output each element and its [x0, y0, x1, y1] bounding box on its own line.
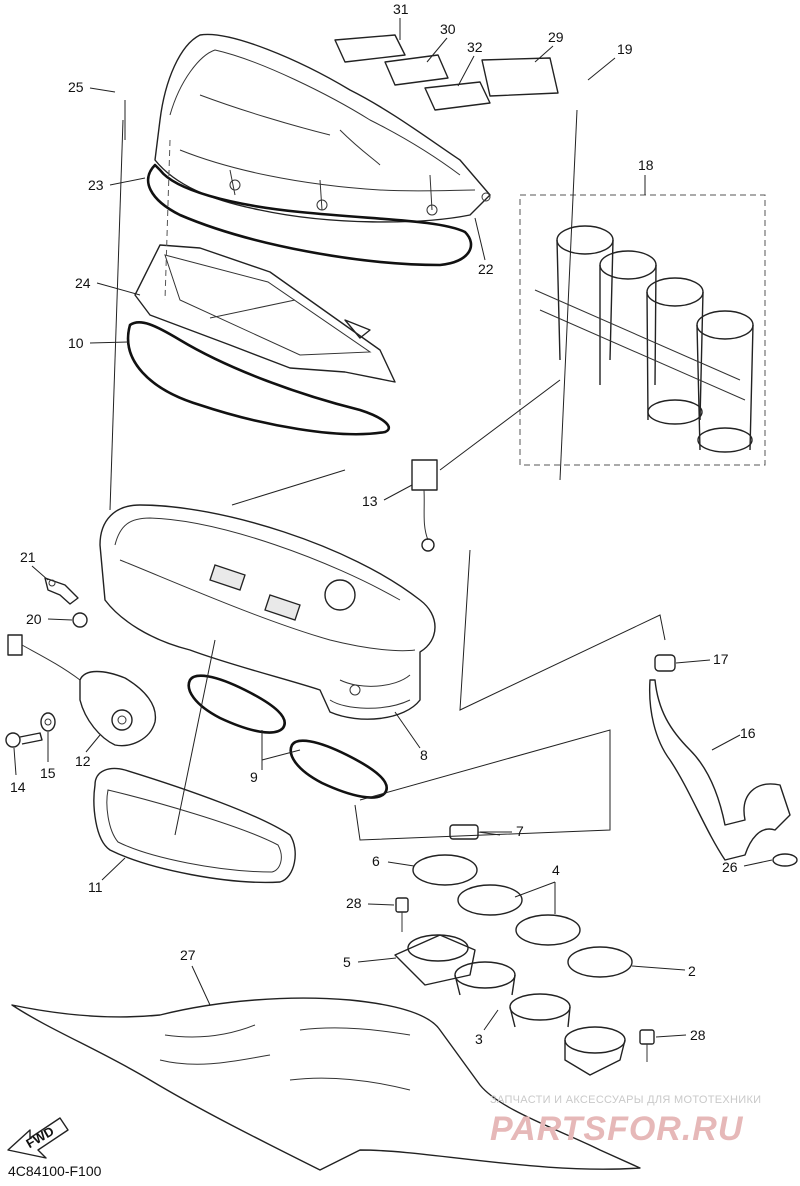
- air-filter: [134, 244, 396, 383]
- callout-31: 31: [393, 1, 409, 17]
- callout-26: 26: [722, 859, 738, 875]
- callout-15: 15: [40, 765, 56, 781]
- callout-27: 27: [180, 947, 196, 963]
- duct-seal-a: [187, 674, 286, 734]
- throttle-body-frame: [519, 194, 766, 466]
- callout-3: 3: [475, 1031, 483, 1047]
- callout-8: 8: [420, 747, 428, 763]
- callouts: 31 30 32 29 19 25 23 18 22 24 10 13 21 2…: [10, 1, 773, 1047]
- clamp-6: [412, 854, 478, 886]
- throttle-bodies: [534, 225, 754, 453]
- callout-6: 6: [372, 853, 380, 869]
- callout-24: 24: [75, 275, 91, 291]
- duct-seal-b: [289, 739, 388, 799]
- callout-28-upper: 28: [346, 895, 362, 911]
- callout-16: 16: [740, 725, 756, 741]
- forward-arrow: FWD: [7, 1117, 69, 1159]
- callout-29: 29: [548, 29, 564, 45]
- callout-21: 21: [20, 549, 36, 565]
- bolt-28-upper: [395, 897, 409, 932]
- callout-25: 25: [68, 79, 84, 95]
- valve-actuator: [7, 634, 157, 747]
- hose-clamp: [654, 654, 676, 672]
- callout-19: 19: [617, 41, 633, 57]
- airbox-case: [99, 504, 436, 720]
- breather-hose: [648, 679, 791, 861]
- forward-label: FWD: [23, 1123, 56, 1151]
- callout-9: 9: [250, 769, 258, 785]
- intake-air-temperature-sensor: [411, 459, 438, 552]
- filter-seal: [126, 320, 391, 436]
- joint-5: [394, 934, 476, 986]
- watermark-brand: PARTSFOR.RU: [490, 1110, 744, 1148]
- callout-30: 30: [440, 21, 456, 37]
- watermark-tagline: ЗАПЧАСТИ И АКСЕССУАРЫ ДЛЯ МОТОТЕХНИКИ: [490, 1094, 761, 1106]
- diagram-code: 4C84100-F100: [8, 1163, 102, 1179]
- callout-5: 5: [343, 954, 351, 970]
- callout-18: 18: [638, 157, 654, 173]
- callout-10: 10: [68, 335, 84, 351]
- callout-22: 22: [478, 261, 494, 277]
- callout-23: 23: [88, 177, 104, 193]
- callout-28-lower: 28: [690, 1027, 706, 1043]
- clamp-4b: [515, 914, 581, 946]
- callout-20: 20: [26, 611, 42, 627]
- duct-element: [93, 767, 296, 884]
- callout-17: 17: [713, 651, 729, 667]
- decal-labels: [334, 34, 559, 111]
- callout-4: 4: [552, 862, 560, 878]
- clamp-2: [567, 946, 633, 978]
- callout-12: 12: [75, 753, 91, 769]
- washer-15: [40, 712, 56, 732]
- cap: [772, 853, 798, 867]
- callout-32: 32: [467, 39, 483, 55]
- bracket: [44, 577, 79, 605]
- callout-14: 14: [10, 779, 26, 795]
- leader-lines: [109, 100, 666, 841]
- bolt-28-lower: [639, 1029, 655, 1062]
- callout-11: 11: [88, 879, 103, 895]
- bolt-14: [5, 732, 43, 748]
- clamp-4a: [457, 884, 523, 916]
- heat-shield: [11, 997, 641, 1171]
- callout-2: 2: [688, 963, 696, 979]
- nut: [72, 612, 88, 628]
- joints-3: [454, 961, 626, 1076]
- cover-seal: [146, 163, 473, 267]
- callout-7: 7: [516, 823, 524, 839]
- callout-13: 13: [362, 493, 378, 509]
- airbox-cover: [154, 33, 491, 223]
